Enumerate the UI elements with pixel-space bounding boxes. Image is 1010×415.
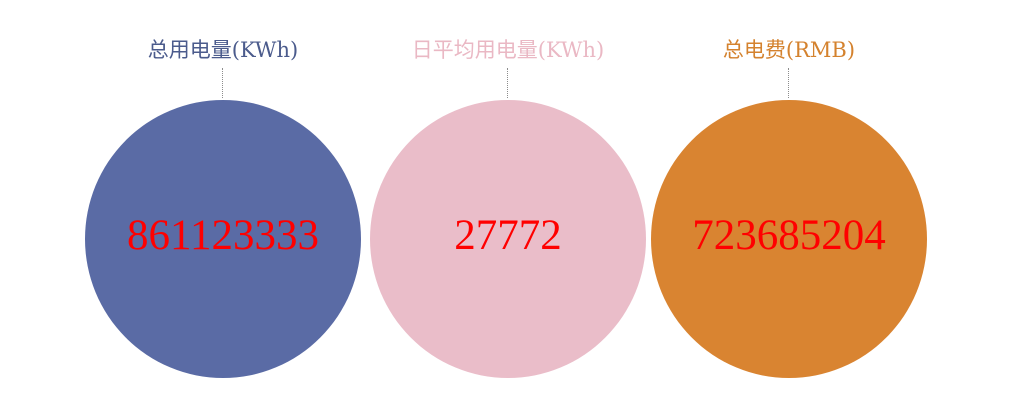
metric-label: 总用电量(KWh) [147, 38, 299, 62]
leader-line [222, 68, 223, 98]
metric-circle [651, 100, 927, 378]
metric-daily-average-consumption: 日平均用电量(KWh) 27772 [368, 0, 648, 415]
metric-circle [370, 100, 646, 378]
metric-circle [85, 100, 361, 378]
metric-value: 27772 [454, 212, 562, 259]
leader-line [507, 68, 508, 98]
metric-value: 723685204 [692, 212, 886, 259]
metric-total-consumption: 总用电量(KWh) 861123333 [83, 0, 363, 415]
metric-value: 861123333 [127, 212, 319, 259]
metric-label: 总电费(RMB) [722, 38, 856, 62]
metric-total-cost: 总电费(RMB) 723685204 [649, 0, 929, 415]
leader-line [788, 68, 789, 98]
metric-label: 日平均用电量(KWh) [411, 38, 605, 62]
